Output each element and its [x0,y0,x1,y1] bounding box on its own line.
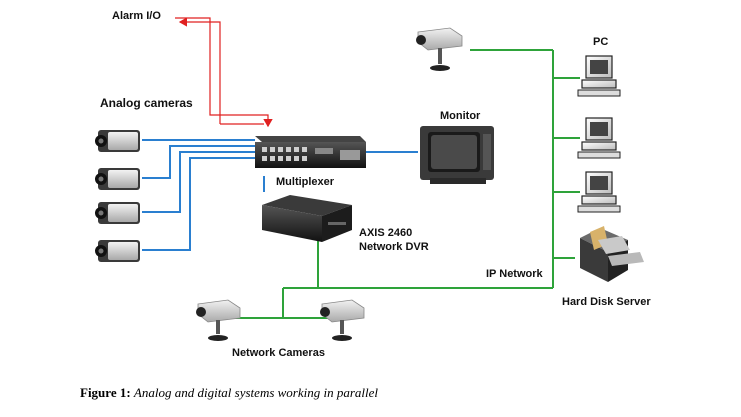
pc-label: PC [593,36,609,48]
dvr-label-line1: AXIS 2460 [359,227,413,239]
multiplexer-icon [255,136,366,168]
dvr-label-line2: Network DVR [359,241,429,253]
monitor-label: Monitor [440,110,481,122]
analog-camera-2-icon [95,168,140,190]
pc-1-icon [577,55,621,97]
multiplexer-label: Multiplexer [276,176,335,188]
monitor-icon [420,126,494,184]
pc-2-icon [577,117,621,159]
network-camera-bottom-2-icon [320,299,365,341]
analog-camera-4-icon [95,240,140,262]
caption-text: Analog and digital systems working in pa… [133,385,379,400]
analog-cameras-label: Analog cameras [100,96,193,110]
analog-camera-links [142,139,418,251]
ip-network-links [235,49,580,319]
network-camera-bottom-1-icon [196,299,241,341]
network-camera-top-icon [416,27,463,71]
ip-network-label: IP Network [486,268,543,280]
analog-camera-3-icon [95,202,140,224]
hard-disk-server-label: Hard Disk Server [562,296,651,308]
hard-disk-server-icon [580,226,644,282]
figure-caption: Figure 1: Analog and digital systems wor… [80,385,378,401]
alarm-io-label: Alarm I/O [112,10,161,22]
pc-3-icon [577,171,621,213]
analog-camera-1-icon [95,130,140,152]
network-dvr-icon [262,195,352,242]
network-cameras-label: Network Cameras [232,347,325,359]
alarm-io-link [175,17,273,128]
caption-prefix: Figure 1: [80,385,131,400]
